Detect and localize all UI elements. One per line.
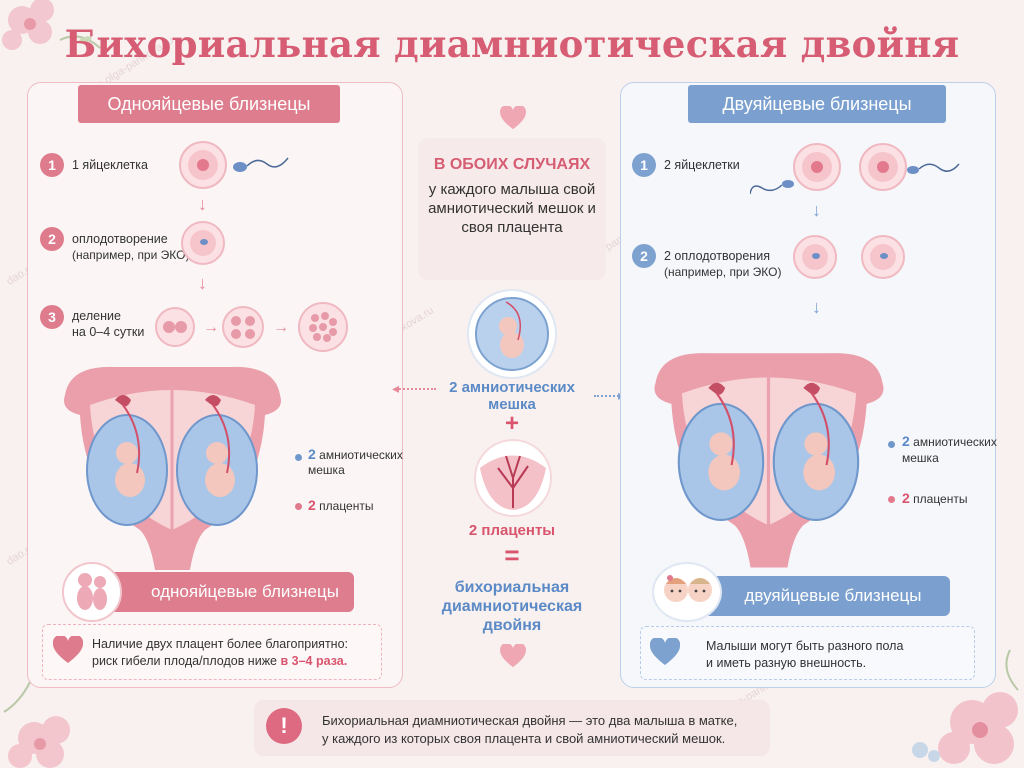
center-heading: В ОБОИХ СЛУЧАЯХ [433,156,591,173]
left-dotted-arrow [396,388,436,390]
monozygotic-note-line2: риск гибели плода/плодов ниже в 3–4 раза… [92,654,347,669]
heart-icon [500,106,526,130]
dizygotic-note-line2: и иметь разную внешность. [706,656,867,670]
step-label: 2 оплодотворения [664,249,770,263]
center-description: у каждого малыша свой амниотический мешо… [428,181,596,236]
placenta-dot [295,503,302,510]
step-sublabel: (например, при ЭКО) [72,248,190,262]
plus-sign: + [504,410,519,437]
note-highlight: в 3–4 раза. [280,654,348,668]
arrow-left-icon: ◂ [392,380,400,396]
egg-cell-icon [179,141,227,189]
egg-cell-icon [793,143,841,191]
amniotic-sac-icon [467,289,557,379]
heart-icon [650,638,680,665]
flower-decoration-bottom-left [3,681,70,768]
fertilized-egg-icon [793,235,837,279]
fertilized-egg-icon [861,235,905,279]
dizygotic-banner: двуяйцевые близнецы [686,576,950,616]
center-sacs-label-line2: мешка [488,396,536,413]
uterus-icon [654,353,884,568]
svg-text:→: → [273,319,289,336]
step-label: деление [72,309,121,323]
placenta-icon [474,439,552,517]
arrow-down-icon: ↓ [198,194,207,214]
summary-line1: Бихориальная диамниотическая двойня — эт… [322,713,738,728]
heart-icon [500,644,526,668]
twins-silhouette-icon [62,562,122,622]
svg-text:→: → [203,319,219,336]
step-number: 3 [40,305,64,329]
fertilized-egg-icon [181,221,225,265]
babies-icon [664,575,712,602]
equals-sign: = [504,540,520,570]
step-number: 2 [632,244,656,268]
uterus-icon [64,366,281,570]
center-card [418,138,606,280]
cell-division-icon: → → [155,302,348,352]
embryo-twins-icon [77,573,107,610]
heart-icon [53,636,83,663]
sperm-icon [750,180,794,195]
arrow-down-icon: ↓ [812,200,821,220]
monozygotic-note [42,624,382,680]
center-placenta-label: 2 плаценты [468,522,556,539]
sacs-count: 2 [308,446,316,462]
right-dotted-arrow [594,395,622,397]
sacs-label-line2: мешка [308,463,345,477]
flower-decoration-top-left [2,0,101,50]
exclamation-icon: ! [266,708,302,744]
placenta-count: 2 [308,497,316,513]
dizygotic-header: Двуяйцевые близнецы [688,85,946,123]
sperm-icon [233,157,289,172]
flower-decoration-bottom-right [912,649,1019,764]
center-result-line1: бихориальная [454,579,570,596]
placenta-label: 2 плаценты [902,491,967,507]
step-label: 2 яйцеклетки [664,158,740,172]
dizygotic-note [640,626,975,680]
sacs-label: 2 амниотических [308,447,403,463]
placenta-count: 2 [902,490,910,506]
step-label: 1 яйцеклетка [72,158,149,172]
egg-cell-icon [859,143,907,191]
sacs-label: 2 амниотических [902,434,997,450]
step-label: оплодотворение [72,232,168,246]
center-result-line2: диамниотическая [441,598,583,615]
sacs-text: амниотических [913,435,997,449]
step-number: 2 [40,227,64,251]
step-sublabel: (например, при ЭКО) [664,265,782,279]
summary-bar [254,700,770,756]
center-sacs-label: 2 амниотических [449,379,575,396]
arrow-down-icon: ↓ [198,273,207,293]
center-result-line3: двойня [482,617,542,634]
dizygotic-note-line1: Малыши могут быть разного пола [706,639,904,653]
sacs-label-line2: мешка [902,451,939,465]
placenta-label: 2 плаценты [308,498,373,514]
placenta-text: плаценты [319,499,374,513]
sacs-count: 2 [902,433,910,449]
note-text: риск гибели плода/плодов ниже [92,654,278,668]
monozygotic-note-line1: Наличие двух плацент более благоприятно: [92,637,349,651]
sperm-icon [907,163,960,174]
page-title: Бихориальная диамниотическая двойня [64,22,960,66]
sacs-dot [888,441,895,448]
sacs-dot [295,454,302,461]
arrow-down-icon: ↓ [812,297,821,317]
step-number: 1 [632,153,656,177]
summary-line2: у каждого из которых своя плацента и сво… [322,731,726,746]
placenta-text: плаценты [913,492,968,506]
step-number: 1 [40,153,64,177]
monozygotic-banner: однояйцевые близнецы [96,572,354,612]
sacs-text: амниотических [319,448,403,462]
monozygotic-header: Однояйцевые близнецы [78,85,340,123]
placenta-dot [888,496,895,503]
step-sublabel: на 0–4 сутки [72,325,145,339]
